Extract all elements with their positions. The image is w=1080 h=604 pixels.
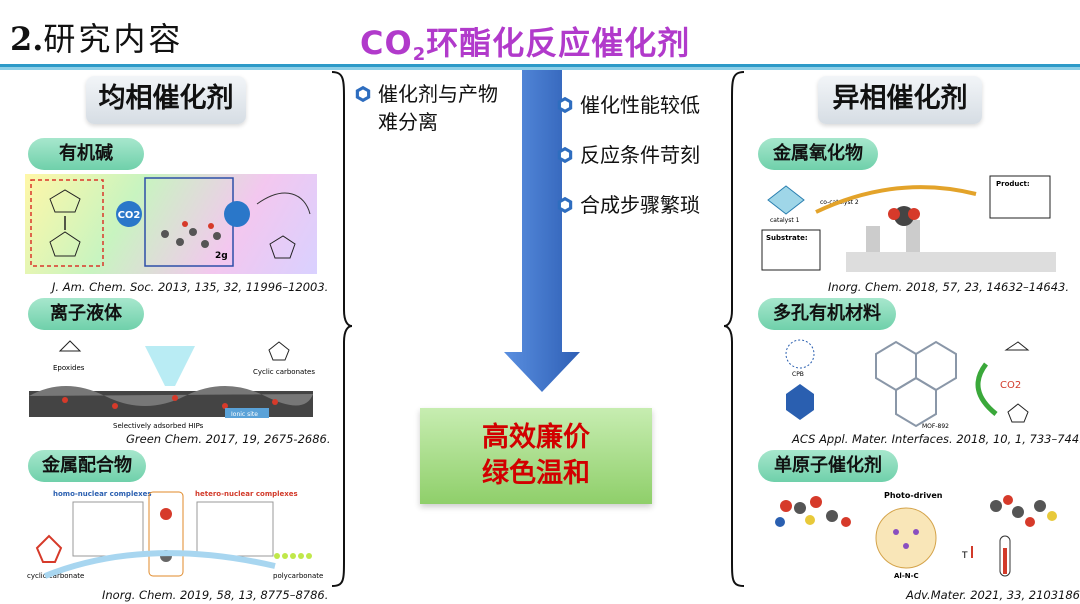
organic-base-figure: CO2 2g: [25, 174, 317, 274]
single-atom-scheme: Photo-driven Al-N-C T: [775, 491, 1057, 580]
catalyst-label: catalyst 1: [770, 217, 800, 224]
category-metal-oxide: 金属氧化物: [758, 138, 878, 170]
porous-organic-figure: CPB MOF-892 CO2: [756, 334, 1072, 430]
cpb-label: CPB: [792, 371, 804, 378]
left-brace: [331, 71, 353, 587]
category-single-atom: 单原子催化剂: [758, 450, 898, 482]
category-organic-base: 有机碱: [28, 138, 144, 170]
hexagon-icon: [557, 96, 573, 114]
organic-base-scheme: CO2 2g: [30, 177, 311, 267]
homo-nuclear-label: homo-nuclear complexes: [53, 490, 152, 498]
result-line-1: 高效廉价: [482, 422, 590, 453]
ionic-liquid-figure: Epoxides Cyclic carbonates Ionic site Se…: [25, 336, 317, 432]
metal-oxide-figure: co-catalyst 2 catalyst 1 Product: Substr…: [756, 174, 1072, 274]
al-n-c-label: Al-N-C: [894, 572, 919, 580]
metal-complex-figure: homo-nuclear complexes hetero-nuclear co…: [25, 486, 325, 584]
citation-metal-oxide: Inorg. Chem. 2018, 57, 23, 14632–14643.: [828, 280, 1070, 294]
left-bullet-separation: 催化剂与产物 难分离: [354, 80, 534, 136]
result-line-2: 绿色温和: [482, 458, 590, 489]
temperature-label: T: [961, 551, 968, 561]
porous-organic-scheme: CPB MOF-892 CO2: [785, 339, 1030, 430]
hexagon-icon: [557, 146, 573, 164]
hetero-nuclear-label: hetero-nuclear complexes: [195, 490, 298, 498]
heterogeneous-heading: 异相催化剂: [818, 76, 982, 124]
mof-label: MOF-892: [922, 423, 949, 430]
category-ionic-liquid: 离子液体: [28, 298, 144, 330]
category-metal-complex: 金属配合物: [28, 450, 146, 482]
metal-complex-scheme: homo-nuclear complexes hetero-nuclear co…: [27, 490, 323, 580]
photo-driven-label: Photo-driven: [884, 491, 943, 500]
citation-porous-organic: ACS Appl. Mater. Interfaces. 2018, 10, 1…: [792, 432, 1080, 446]
right-bullet-list: 催化性能较低 反应条件苛刻 合成步骤繁琐: [556, 80, 736, 230]
category-porous-organic: 多孔有机材料: [758, 298, 896, 330]
citation-organic-base: J. Am. Chem. Soc. 2013, 135, 32, 11996–1…: [52, 280, 329, 294]
hexagon-icon: [355, 85, 371, 103]
single-atom-figure: Photo-driven Al-N-C T: [756, 486, 1072, 584]
result-box: 高效廉价 绿色温和: [420, 408, 652, 504]
hexagon-icon: [557, 196, 573, 214]
ionic-site-label: Ionic site: [231, 411, 258, 418]
ionic-liquid-scheme: Epoxides Cyclic carbonates Ionic site Se…: [29, 340, 315, 430]
cyclic-carbonate-label: cyclic carbonate: [27, 572, 84, 580]
co2-label: CO2: [118, 210, 141, 221]
bullet-harsh-conditions: 反应条件苛刻: [556, 130, 736, 180]
bullet-low-performance: 催化性能较低: [556, 80, 736, 130]
co2-label-right: CO2: [1000, 380, 1021, 391]
page-title: CO2环酯化反应催化剂: [360, 24, 691, 65]
substrate-label: Substrate:: [766, 234, 808, 242]
right-brace: [723, 71, 745, 587]
header-rule: [0, 64, 1080, 67]
citation-ionic-liquid: Green Chem. 2017, 19, 2675-2686.: [126, 432, 331, 446]
section-number-title: 2.研究内容: [10, 20, 184, 58]
epoxides-label: Epoxides: [53, 364, 85, 372]
compound-2g-label: 2g: [215, 251, 228, 261]
cyclic-carbonates-label: Cyclic carbonates: [253, 368, 315, 376]
metal-oxide-scheme: co-catalyst 2 catalyst 1 Product: Substr…: [761, 175, 1056, 272]
product-label: Product:: [996, 180, 1030, 188]
homogeneous-heading: 均相催化剂: [86, 76, 246, 124]
bullet-complex-synthesis: 合成步骤繁琐: [556, 180, 736, 230]
citation-metal-complex: Inorg. Chem. 2019, 58, 13, 8775–8786.: [102, 588, 329, 602]
adsorbed-label: Selectively adsorbed HIPs: [113, 422, 204, 430]
citation-single-atom: Adv.Mater. 2021, 33, 2103186.: [906, 588, 1080, 602]
header-rule-light: [0, 67, 1080, 70]
polycarbonate-label: polycarbonate: [273, 572, 323, 580]
